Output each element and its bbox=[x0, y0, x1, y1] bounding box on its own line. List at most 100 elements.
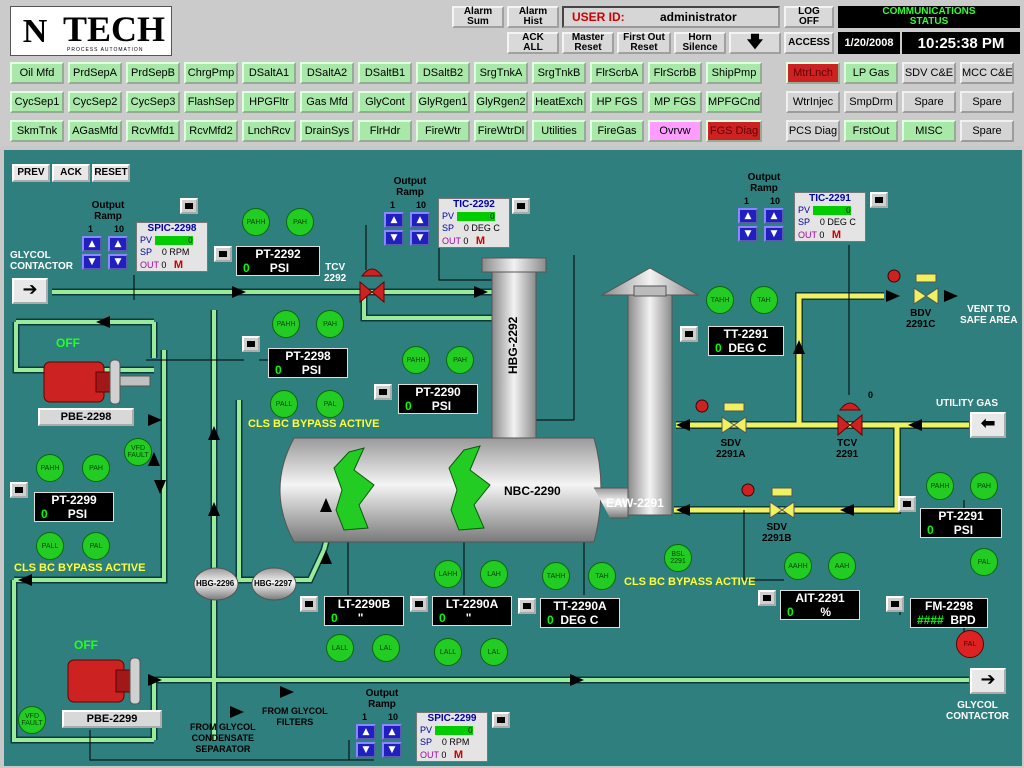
nav-button-wtrinjec[interactable]: WtrInjec bbox=[786, 91, 840, 113]
ramp-down-1-button[interactable]: ▼ bbox=[356, 742, 376, 758]
nav-button-drainsys[interactable]: DrainSys bbox=[300, 120, 354, 142]
ramp-up-1-button[interactable]: ▲ bbox=[82, 236, 102, 252]
ramp-up-1-button[interactable]: ▲ bbox=[384, 212, 404, 228]
nav-button-spare[interactable]: Spare bbox=[902, 91, 956, 113]
nav-button-skmtnk[interactable]: SkmTnk bbox=[10, 120, 64, 142]
nav-button-dsalta2[interactable]: DSaltA2 bbox=[300, 62, 354, 84]
tic-2291-faceplate[interactable]: TIC-2291 PV 0 SP 0 DEG C OUT 0 M bbox=[794, 192, 866, 242]
pall-alarm[interactable]: PALL bbox=[270, 390, 298, 418]
vfd-fault-alarm[interactable]: VFD FAULT bbox=[124, 438, 152, 466]
faceplate-button[interactable] bbox=[518, 598, 536, 614]
nav-button-hp-fgs[interactable]: HP FGS bbox=[590, 91, 644, 113]
lall-alarm[interactable]: LALL bbox=[434, 638, 462, 666]
ramp-up-1-button[interactable]: ▲ bbox=[356, 724, 376, 740]
bdv-2291c-label[interactable]: BDV 2291C bbox=[906, 308, 936, 330]
pt-2292-readout[interactable]: PT-2292 0 PSI bbox=[236, 246, 320, 276]
faceplate-button[interactable] bbox=[886, 596, 904, 612]
ramp-down-1-button[interactable]: ▼ bbox=[82, 254, 102, 270]
pahh-alarm[interactable]: PAHH bbox=[272, 310, 300, 338]
nav-button-cycsep2[interactable]: CycSep2 bbox=[68, 91, 122, 113]
ramp-down-10-button[interactable]: ▼ bbox=[382, 742, 402, 758]
ramp-down-10-button[interactable]: ▼ bbox=[410, 230, 430, 246]
nav-button-utilities[interactable]: Utilities bbox=[532, 120, 586, 142]
nav-button-firewtr[interactable]: FireWtr bbox=[416, 120, 470, 142]
tahh-alarm[interactable]: TAHH bbox=[542, 562, 570, 590]
utility-gas-button[interactable]: ⬅ bbox=[970, 412, 1006, 438]
sdv-2291a-label[interactable]: SDV 2291A bbox=[716, 438, 746, 460]
bsl-2291-alarm[interactable]: BSL 2291 bbox=[664, 544, 692, 572]
pall-alarm[interactable]: PALL bbox=[36, 532, 64, 560]
ramp-down-1-button[interactable]: ▼ bbox=[738, 226, 758, 242]
nav-button-misc[interactable]: MISC bbox=[902, 120, 956, 142]
tt-2290a-readout[interactable]: TT-2290A 0 DEG C bbox=[540, 598, 620, 628]
nav-button-spare[interactable]: Spare bbox=[960, 120, 1014, 142]
access-button[interactable]: ACCESS bbox=[784, 32, 834, 54]
pt-2298-readout[interactable]: PT-2298 0 PSI bbox=[268, 348, 348, 378]
ack-all-button[interactable]: ACK ALL bbox=[507, 32, 559, 54]
nav-button-cycsep1[interactable]: CycSep1 bbox=[10, 91, 64, 113]
nav-button-flashsep[interactable]: FlashSep bbox=[184, 91, 238, 113]
nav-button-mtrlnch[interactable]: MtrLnch bbox=[786, 62, 840, 84]
tic-2292-faceplate[interactable]: TIC-2292 PV 0 SP 0 DEG C OUT 0 M bbox=[438, 198, 510, 248]
faceplate-button[interactable] bbox=[492, 712, 510, 728]
pah-alarm[interactable]: PAH bbox=[970, 472, 998, 500]
faceplate-button[interactable] bbox=[758, 590, 776, 606]
nav-button-agasmfd[interactable]: AGasMfd bbox=[68, 120, 122, 142]
glycol-contactor-inlet-button[interactable]: ➔ bbox=[12, 278, 48, 304]
nav-button-oil-mfd[interactable]: Oil Mfd bbox=[10, 62, 64, 84]
pah-alarm[interactable]: PAH bbox=[286, 208, 314, 236]
nav-button-chrgpmp[interactable]: ChrgPmp bbox=[184, 62, 238, 84]
nav-button-rcvmfd2[interactable]: RcvMfd2 bbox=[184, 120, 238, 142]
nav-button-prdsepa[interactable]: PrdSepA bbox=[68, 62, 122, 84]
nav-button-dsalta1[interactable]: DSaltA1 bbox=[242, 62, 296, 84]
tah-alarm[interactable]: TAH bbox=[588, 562, 616, 590]
faceplate-button[interactable] bbox=[300, 596, 318, 612]
nav-button-lnchrcv[interactable]: LnchRcv bbox=[242, 120, 296, 142]
faceplate-button[interactable] bbox=[410, 596, 428, 612]
ack-button[interactable]: ACK bbox=[52, 164, 90, 182]
communications-status[interactable]: COMMUNICATIONS STATUS bbox=[838, 6, 1020, 28]
alarm-history-button[interactable]: Alarm Hist bbox=[507, 6, 559, 28]
tcv-2291-label[interactable]: TCV 2291 bbox=[836, 438, 859, 460]
nav-button-flrhdr[interactable]: FlrHdr bbox=[358, 120, 412, 142]
ramp-up-1-button[interactable]: ▲ bbox=[738, 208, 758, 224]
ramp-up-10-button[interactable]: ▲ bbox=[764, 208, 784, 224]
pbe-2298-label[interactable]: PBE-2298 bbox=[38, 408, 134, 426]
fal-alarm[interactable]: FAL bbox=[956, 630, 984, 658]
nav-button-mcc-c-e[interactable]: MCC C&E bbox=[960, 62, 1014, 84]
nav-button-srgtnkb[interactable]: SrgTnkB bbox=[532, 62, 586, 84]
nav-button-dsaltb2[interactable]: DSaltB2 bbox=[416, 62, 470, 84]
faceplate-button[interactable] bbox=[180, 198, 198, 214]
lt-2290a-readout[interactable]: LT-2290A 0 " bbox=[432, 596, 512, 626]
faceplate-button[interactable] bbox=[10, 482, 28, 498]
master-reset-button[interactable]: Master Reset bbox=[562, 32, 614, 54]
nav-button-rcvmfd1[interactable]: RcvMfd1 bbox=[126, 120, 180, 142]
pbe-2299-label[interactable]: PBE-2299 bbox=[62, 710, 162, 728]
nav-button-mp-fgs[interactable]: MP FGS bbox=[648, 91, 702, 113]
lall-alarm[interactable]: LALL bbox=[326, 634, 354, 662]
tah-alarm[interactable]: TAH bbox=[750, 286, 778, 314]
glycol-contactor-outlet-button[interactable]: ➔ bbox=[970, 668, 1006, 694]
nav-button-cycsep3[interactable]: CycSep3 bbox=[126, 91, 180, 113]
ramp-up-10-button[interactable]: ▲ bbox=[382, 724, 402, 740]
pah-alarm[interactable]: PAH bbox=[82, 454, 110, 482]
nav-button-gas-mfd[interactable]: Gas Mfd bbox=[300, 91, 354, 113]
nav-button-firewtrdl[interactable]: FireWtrDl bbox=[474, 120, 528, 142]
faceplate-button[interactable] bbox=[680, 326, 698, 342]
faceplate-button[interactable] bbox=[242, 336, 260, 352]
nav-button-shippmp[interactable]: ShipPmp bbox=[706, 62, 762, 84]
pahh-alarm[interactable]: PAHH bbox=[402, 346, 430, 374]
aahh-alarm[interactable]: AAHH bbox=[784, 552, 812, 580]
sdv-2291b-label[interactable]: SDV 2291B bbox=[762, 522, 792, 544]
nav-button-glyrgen1[interactable]: GlyRgen1 bbox=[416, 91, 470, 113]
lahh-alarm[interactable]: LAHH bbox=[434, 560, 462, 588]
pt-2290-readout[interactable]: PT-2290 0 PSI bbox=[398, 384, 478, 414]
nav-button-frstout[interactable]: FrstOut bbox=[844, 120, 898, 142]
pah-alarm[interactable]: PAH bbox=[316, 310, 344, 338]
nav-button-pcs-diag[interactable]: PCS Diag bbox=[786, 120, 840, 142]
pt-2299-readout[interactable]: PT-2299 0 PSI bbox=[34, 492, 114, 522]
nav-button-sdv-c-e[interactable]: SDV C&E bbox=[902, 62, 956, 84]
page-down-button[interactable]: 🡇 bbox=[729, 32, 781, 54]
log-off-button[interactable]: LOG OFF bbox=[784, 6, 834, 28]
pahh-alarm[interactable]: PAHH bbox=[242, 208, 270, 236]
